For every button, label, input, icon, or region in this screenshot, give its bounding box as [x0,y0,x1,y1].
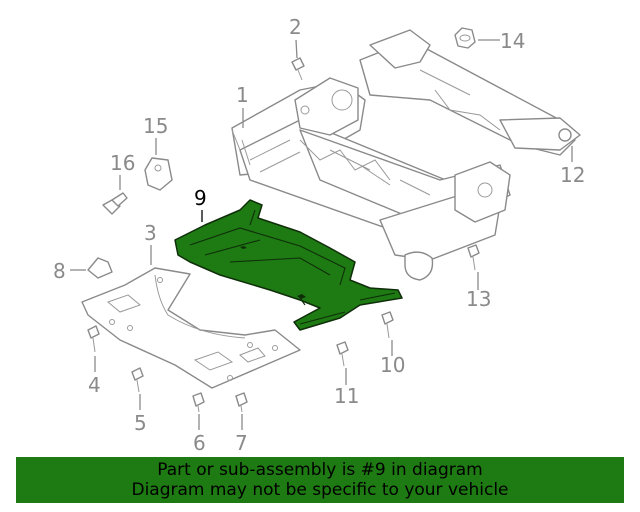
bolt-part-5 [131,367,144,393]
callout-12: 12 [560,163,585,187]
leader-lines [70,39,573,430]
callout-15: 15 [143,114,168,138]
callout-3: 3 [144,221,157,245]
banner-disclaimer-line: Diagram may not be specific to your vehi… [131,480,509,500]
callout-4: 4 [88,373,101,397]
callout-9: 9 [194,186,207,210]
splash-shield-part-highlighted [174,199,403,331]
callout-10: 10 [380,353,405,377]
callout-2: 2 [289,15,302,39]
callout-8: 8 [53,259,66,283]
brace-plate-part [81,267,301,389]
mount-bracket-part [144,157,173,191]
nut-part [454,27,476,49]
callout-11: 11 [334,384,359,408]
callout-16: 16 [110,151,135,175]
bolt-part-7 [235,392,248,413]
callout-6: 6 [193,431,206,455]
bolt-part-4 [87,325,100,353]
callout-5: 5 [134,411,147,435]
part-info-banner: Part or sub-assembly is #9 in diagram Di… [16,457,624,503]
callout-7: 7 [235,431,248,455]
bolt-part-13 [467,244,480,271]
bolt-part-6 [192,392,205,413]
bolt-part-10 [381,311,394,339]
banner-part-line: Part or sub-assembly is #9 in diagram [157,460,483,480]
callout-13: 13 [466,287,491,311]
clip-part [87,257,113,279]
bolt-part-11 [336,341,349,367]
bolt-part-2 [291,57,305,81]
callout-1: 1 [236,83,249,107]
subframe-part [231,29,581,281]
parts-diagram: 1 2 3 4 5 6 7 8 9 10 11 12 13 14 15 16 [53,15,585,455]
push-pin-part [102,192,128,215]
callout-14: 14 [500,29,525,53]
